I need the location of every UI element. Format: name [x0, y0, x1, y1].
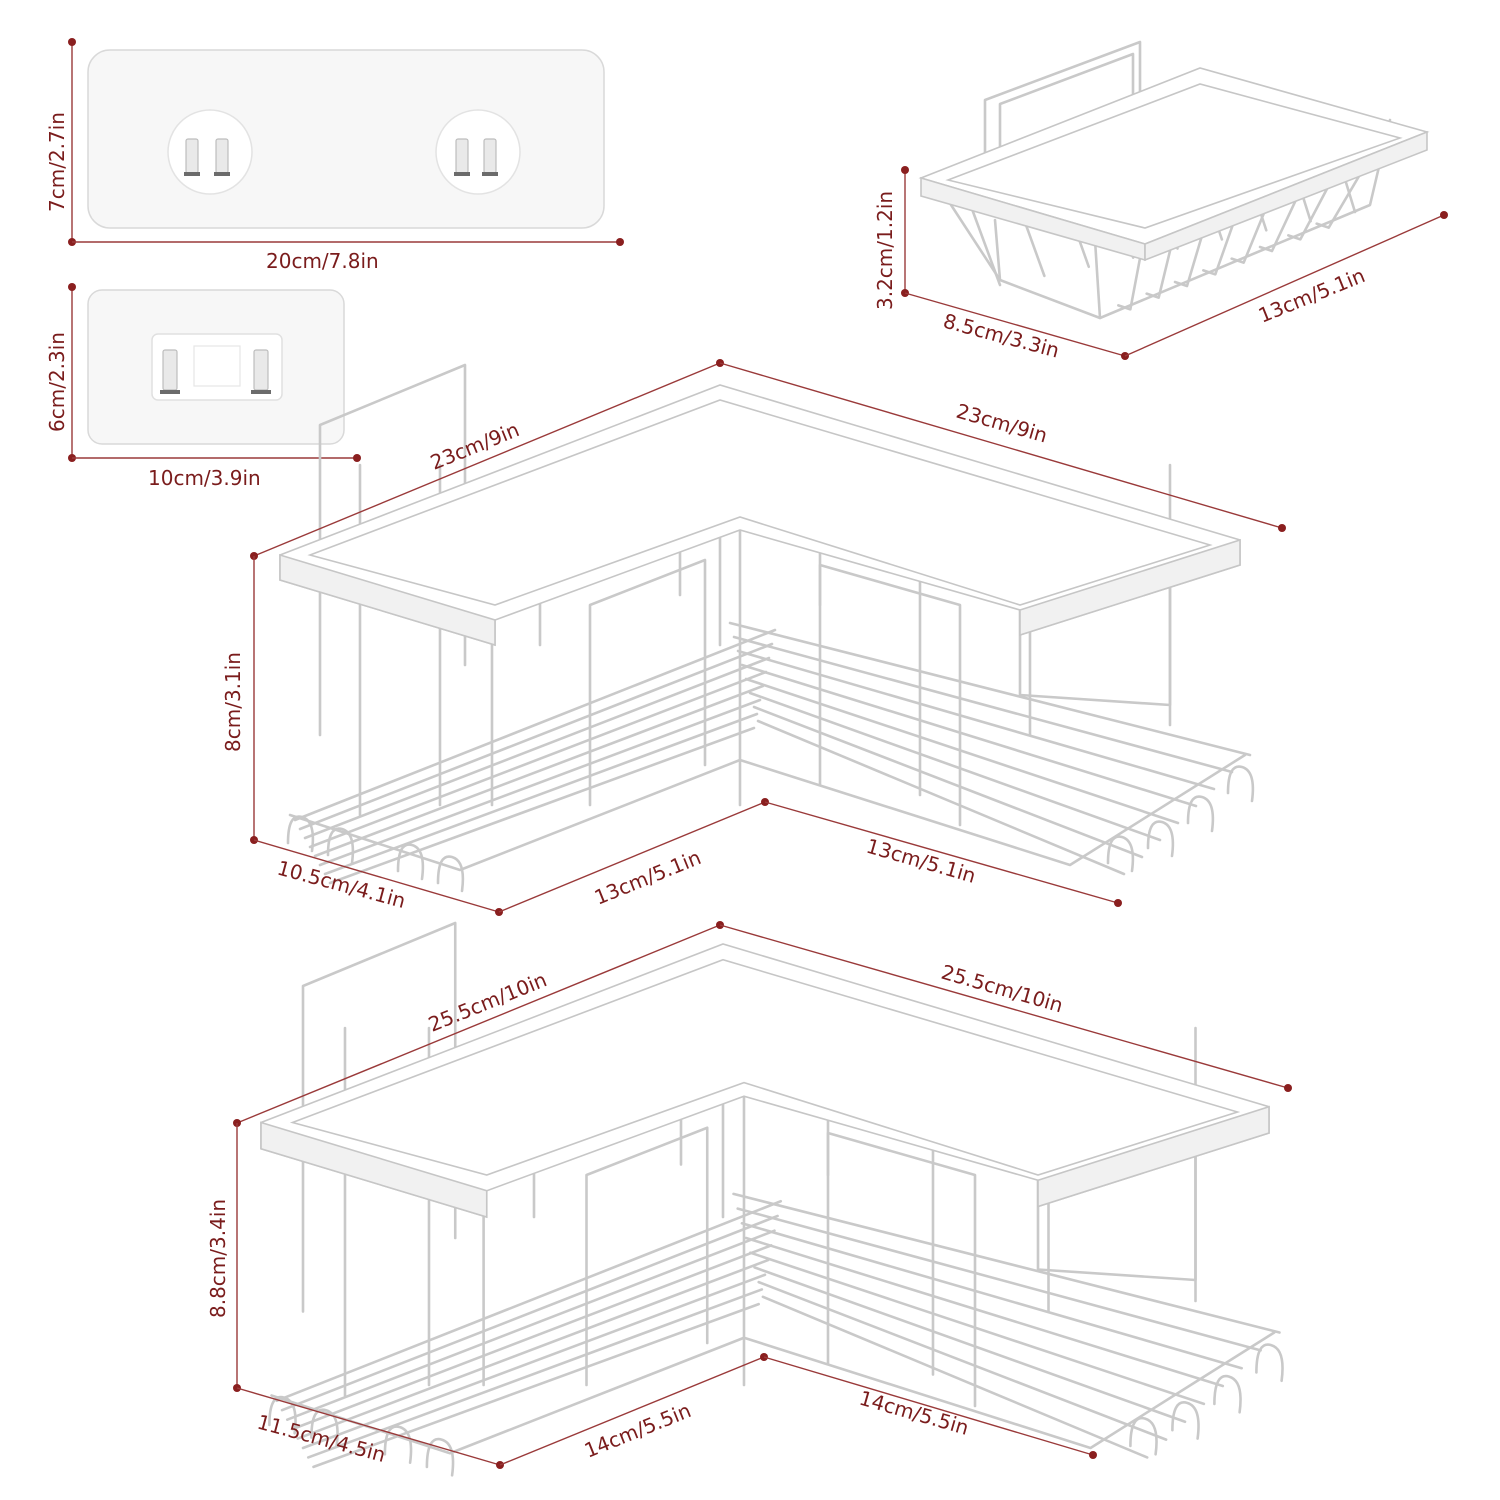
- label-adhesive-large-width: 20cm/7.8in: [266, 249, 379, 273]
- dimension-shelf-large-height: 8.8cm/3.4in: [206, 1123, 241, 1392]
- label-adhesive-small-height: 6cm/2.3in: [45, 332, 69, 432]
- label-soap-depth: 8.5cm/3.3in: [941, 309, 1062, 363]
- label-shelf-large-height: 8.8cm/3.4in: [206, 1199, 230, 1318]
- soap-dish: [918, 40, 1430, 320]
- label-shelf-large-inner-right: 14cm/5.5in: [857, 1386, 972, 1440]
- label-shelf-small-depth: 10.5cm/4.1in: [275, 856, 409, 913]
- corner-shelf-small: [279, 363, 1255, 893]
- dimension-soap-depth: 8.5cm/3.3in: [904, 292, 1129, 363]
- label-shelf-small-inner-right: 13cm/5.1in: [864, 834, 979, 888]
- label-shelf-small-height: 8cm/3.1in: [221, 652, 245, 752]
- label-soap-height: 3.2cm/1.2in: [873, 191, 897, 310]
- label-adhesive-large-height: 7cm/2.7in: [45, 112, 69, 212]
- dimension-soap-height: 3.2cm/1.2in: [873, 166, 909, 310]
- label-shelf-large-inner-left: 14cm/5.5in: [581, 1398, 695, 1462]
- dimension-adhesive-small-width: 10cm/3.9in: [72, 454, 361, 490]
- label-shelf-small-top-right: 23cm/9in: [954, 399, 1051, 448]
- dimension-shelf-small-inner-left: 13cm/5.1in: [498, 798, 769, 913]
- hook-mount-left: [167, 109, 253, 195]
- corner-shelf-large: [260, 921, 1284, 1477]
- dimension-adhesive-large-width: 20cm/7.8in: [72, 238, 624, 273]
- dimension-shelf-small-inner-right: 13cm/5.1in: [764, 801, 1122, 907]
- adhesive-pad-large: [87, 49, 605, 229]
- label-shelf-small-inner-left: 13cm/5.1in: [591, 845, 705, 909]
- label-shelf-large-top-right: 25.5cm/10in: [939, 960, 1066, 1018]
- dimension-shelf-small-depth: 10.5cm/4.1in: [253, 839, 503, 916]
- dimension-adhesive-small-height: 6cm/2.3in: [45, 283, 76, 462]
- label-adhesive-small-width: 10cm/3.9in: [148, 466, 261, 490]
- dimension-shelf-large-inner-left: 14cm/5.5in: [499, 1353, 768, 1466]
- adhesive-pad-small: [87, 289, 345, 445]
- dimension-shelf-small-height: 8cm/3.1in: [221, 556, 258, 844]
- dimension-adhesive-large-height: 7cm/2.7in: [45, 38, 76, 246]
- hook-mount-right: [435, 109, 521, 195]
